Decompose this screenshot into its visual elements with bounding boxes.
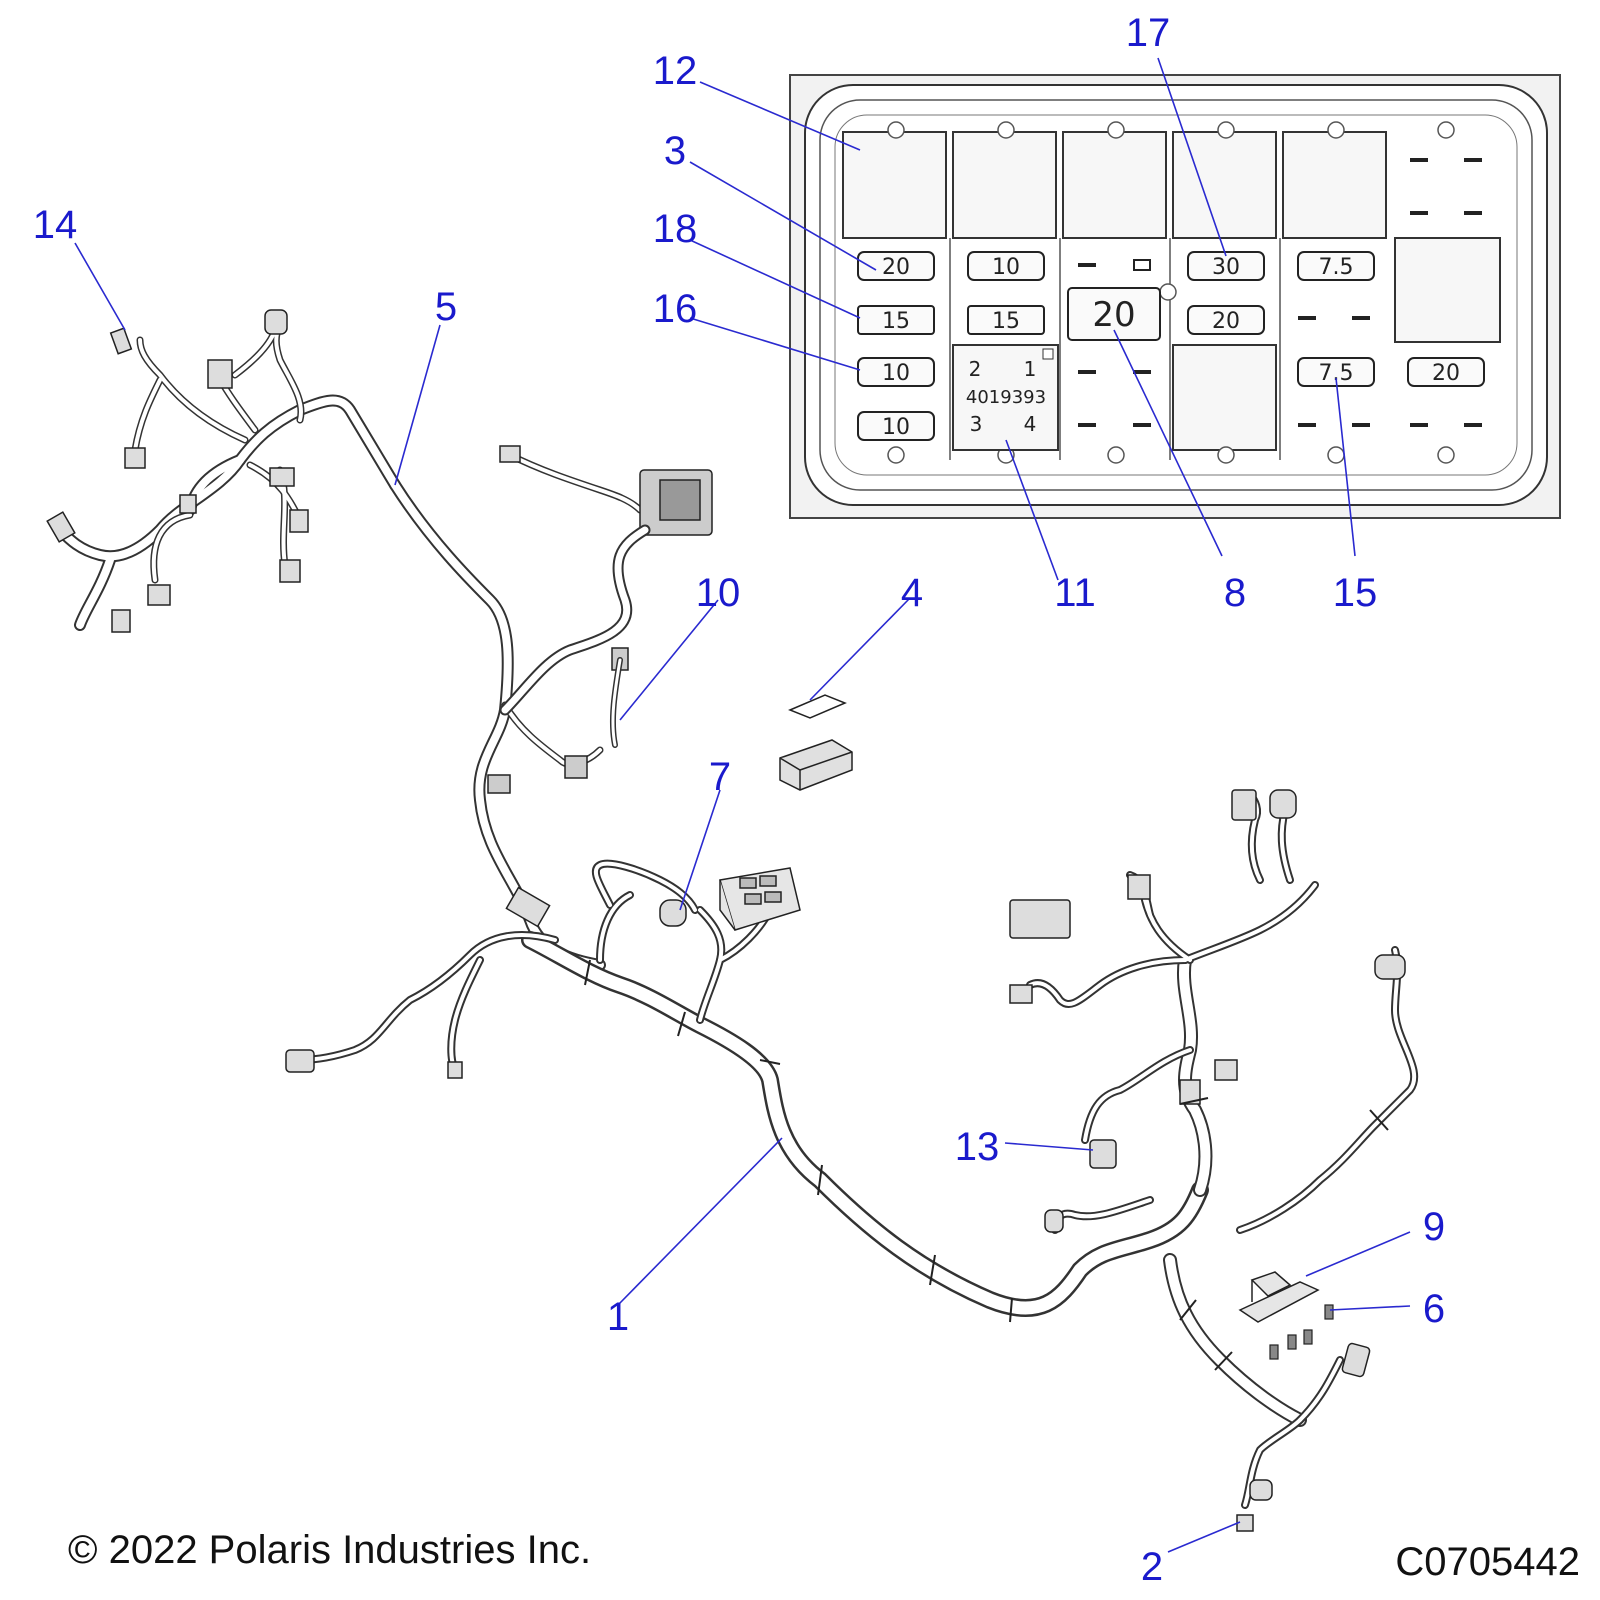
fuse-label: 10 (882, 361, 910, 386)
callout-10: 10 (696, 571, 741, 615)
upper-harness-branch (46, 309, 713, 971)
fuse: 20 (857, 251, 935, 281)
copyright-notice: © 2022 Polaris Industries Inc. (68, 1528, 592, 1572)
callout-3: 3 (664, 129, 686, 173)
right-harness-branch (1009, 789, 1419, 1532)
callout-14: 14 (33, 203, 78, 247)
drawing-number: C0705442 (1395, 1540, 1580, 1584)
relay-pin-label: 4 (1024, 412, 1037, 436)
fuse-label: 10 (882, 415, 910, 440)
callout-16: 16 (653, 287, 698, 331)
fuse: 20 (1407, 357, 1485, 387)
relay-pin-label: 3 (970, 412, 983, 436)
fuse-box-detail: 20 10 30 7.5 15 15 20 10 (789, 74, 1561, 519)
callout-leaders (74, 57, 1411, 1553)
callout-5: 5 (435, 285, 457, 329)
screws (1269, 1304, 1334, 1360)
callout-labels: 1 2 3 4 5 6 7 8 9 10 11 12 13 14 15 16 1… (33, 11, 1445, 1589)
mounting-bracket (1238, 1271, 1320, 1323)
fuse-box-label-decal (788, 694, 847, 719)
callout-4: 4 (901, 571, 923, 615)
callout-18: 18 (653, 207, 698, 251)
callout-2: 2 (1141, 1545, 1163, 1589)
relay-slot (842, 131, 947, 239)
relay-slot (1172, 344, 1277, 451)
fuse: 15 (857, 305, 935, 335)
fuse: 15 (967, 305, 1045, 335)
fuse: 30 (1187, 251, 1265, 281)
callout-1: 1 (607, 1295, 629, 1339)
relay-slot (1394, 237, 1501, 343)
fuse-label: 15 (882, 309, 910, 334)
callout-13: 13 (955, 1125, 1000, 1169)
fuse-label: 20 (882, 255, 910, 280)
relay-part-number: 4019393 (966, 387, 1046, 408)
relay-slot (952, 131, 1057, 239)
callout-7: 7 (709, 755, 731, 799)
fuse-label: 30 (1212, 255, 1240, 280)
fuse-label: 20 (1212, 309, 1240, 334)
relay-pin-label: 1 (1024, 357, 1037, 381)
fuse: 7.5 (1297, 357, 1375, 387)
callout-6: 6 (1423, 1287, 1445, 1331)
maxi-fuse-label: 20 (1092, 295, 1135, 335)
callout-17: 17 (1126, 11, 1171, 55)
relay-slot (1282, 131, 1387, 239)
callout-11: 11 (1054, 571, 1096, 615)
fuse-box-module (719, 867, 801, 931)
fuse: 10 (967, 251, 1045, 281)
fuse-label: 7.5 (1319, 255, 1354, 280)
fuse: 10 (857, 357, 935, 387)
callout-9: 9 (1423, 1205, 1445, 1249)
main-harness-trunk (285, 694, 1209, 1323)
callout-12: 12 (653, 49, 698, 93)
relay-slot (1062, 131, 1167, 239)
fuse-box-cover (779, 739, 853, 791)
callout-8: 8 (1224, 571, 1246, 615)
fuse: 20 (1187, 305, 1265, 335)
callout-15: 15 (1333, 571, 1378, 615)
fuse-label: 15 (992, 309, 1020, 334)
maxi-fuse: 20 (1067, 287, 1161, 341)
relay-4019393: 2 1 4019393 3 4 (952, 344, 1059, 451)
fuse-label: 20 (1432, 361, 1460, 386)
fuse-label: 10 (992, 255, 1020, 280)
relay-pin-label: 2 (969, 357, 982, 381)
fuse: 10 (857, 411, 935, 441)
fuse: 7.5 (1297, 251, 1375, 281)
